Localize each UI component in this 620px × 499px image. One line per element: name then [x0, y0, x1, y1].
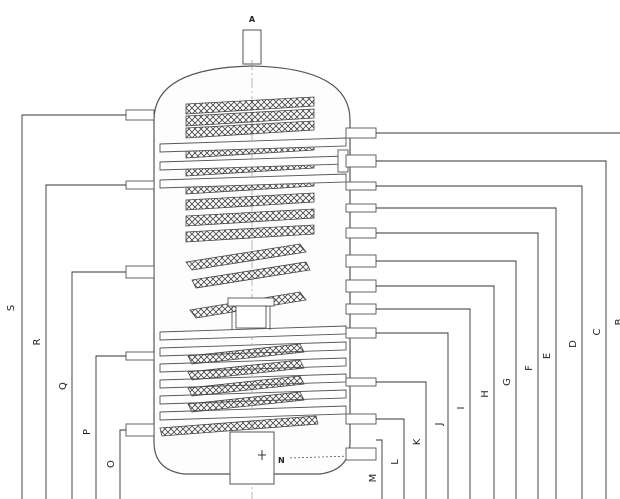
bottom-sensor-well: N	[229, 431, 353, 485]
connection-label-c: C	[592, 328, 603, 335]
connection-label-h: H	[480, 390, 491, 398]
right-leaders	[376, 132, 620, 499]
left-labels: S R Q P O	[6, 305, 117, 468]
connection-label-k: K	[412, 438, 423, 445]
connection-label-f: F	[524, 365, 535, 371]
lower-coil-hatch	[159, 343, 319, 437]
connection-label-d: D	[568, 340, 579, 348]
left-leaders	[21, 114, 126, 499]
connection-label-m: M	[368, 474, 379, 483]
connection-label-r: R	[32, 338, 43, 345]
connection-label-s: S	[6, 305, 17, 311]
connection-label-o: O	[106, 460, 117, 468]
sensor-label: N	[278, 456, 285, 465]
connection-label-i: I	[456, 407, 467, 410]
connection-label-g: G	[502, 378, 513, 386]
connection-label-q: Q	[58, 382, 69, 390]
right-labels: B C D E F G H I J K L M	[368, 318, 620, 482]
connection-label-p: P	[82, 429, 93, 435]
connection-label-j: J	[434, 423, 445, 427]
connection-label-l: L	[390, 459, 401, 465]
top-port: A	[242, 15, 262, 65]
lower-coil	[159, 137, 347, 421]
connection-label-b: B	[614, 318, 620, 325]
top-port-label: A	[249, 15, 256, 24]
left-sockets	[125, 109, 155, 437]
connection-label-e: E	[542, 353, 553, 359]
internal-flange	[227, 297, 275, 330]
